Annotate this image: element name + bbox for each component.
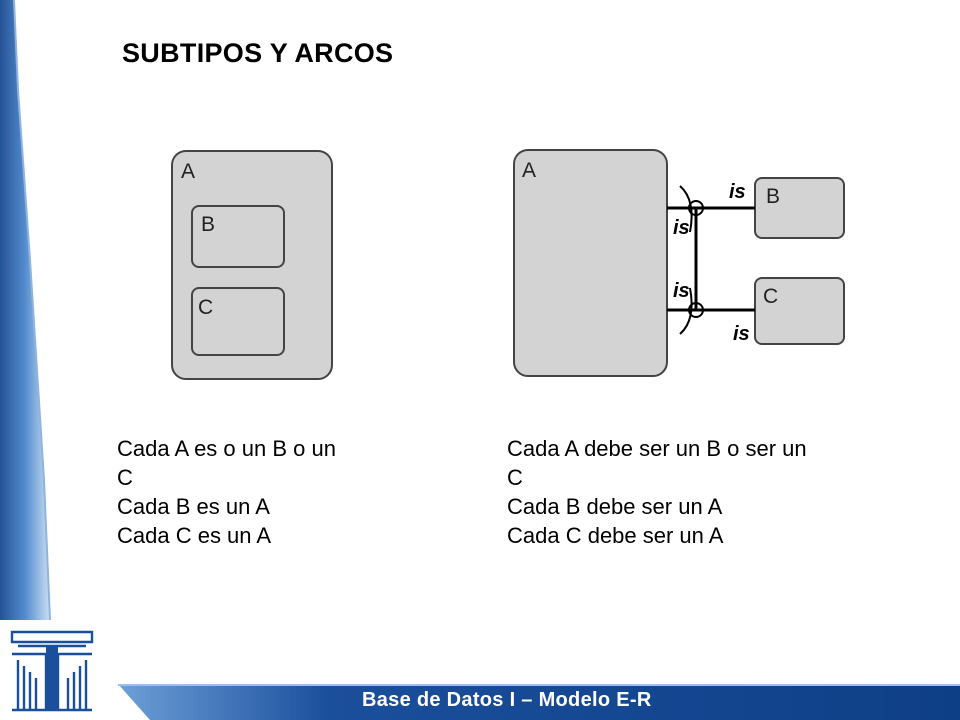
footer-bar [118, 684, 960, 720]
rel-label-is-a-bottom: is [673, 280, 690, 302]
arc-circle-bottom [688, 302, 704, 318]
institution-logo-icon [10, 630, 94, 712]
slide-title: SUBTIPOS Y ARCOS [122, 38, 394, 68]
right-description-line: Cada C debe ser un A [507, 523, 724, 548]
entity-a-label: A [181, 160, 195, 183]
left-description-line: Cada B es un A [117, 494, 270, 519]
rel-label-is-b: is [729, 181, 746, 203]
right-description-line: Cada B debe ser un A [507, 494, 723, 519]
entity-a-super-label: A [522, 159, 536, 182]
right-diagram: A B C is is is is [513, 149, 845, 377]
rel-label-is-c: is [733, 323, 750, 345]
entity-a-super-box [513, 149, 668, 377]
footer-course-title: Base de Datos I – Modelo E-R [362, 689, 652, 711]
left-description-line: Cada C es un A [117, 523, 272, 548]
diagrams-canvas: A B C A B C is is is is [171, 149, 845, 380]
left-diagram: A B C [171, 150, 333, 380]
subtype-c-box [191, 287, 285, 356]
entity-c-label: C [763, 285, 778, 308]
left-description-line: C [117, 465, 133, 490]
entity-b-label: B [766, 185, 780, 208]
left-decorative-band [0, 0, 51, 621]
arc-circle-top [688, 200, 704, 216]
subtype-b-label: B [201, 213, 215, 236]
subtype-b-box [191, 205, 285, 268]
right-description-line: Cada A debe ser un B o ser un [507, 436, 807, 461]
rel-label-is-a-top: is [673, 217, 690, 239]
left-description-line: Cada A es o un B o un [117, 436, 336, 461]
subtype-c-label: C [198, 296, 213, 319]
right-description-line: C [507, 465, 523, 490]
left-description: Cada A es o un B o un C Cada B es un A C… [117, 434, 336, 550]
right-description: Cada A debe ser un B o ser un C Cada B d… [507, 434, 807, 550]
